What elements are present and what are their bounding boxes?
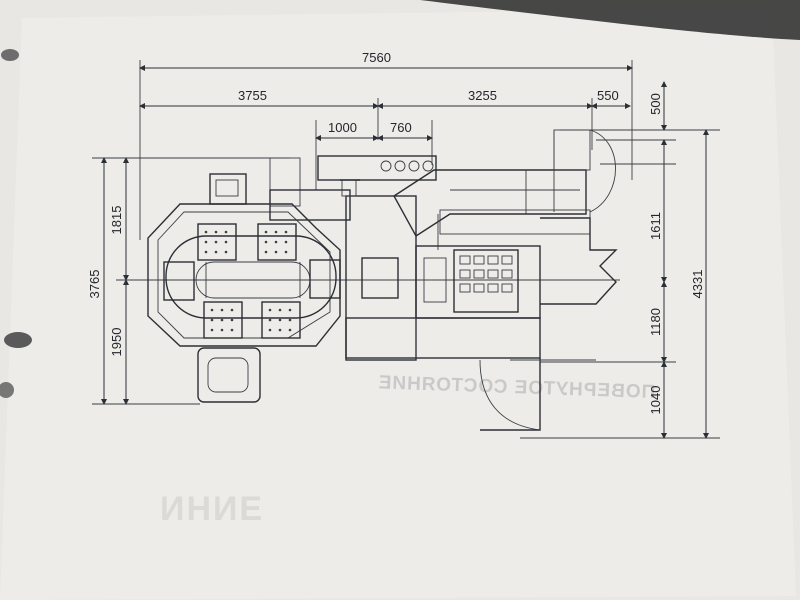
punch-hole-low bbox=[0, 382, 14, 398]
corner-shadow bbox=[420, 0, 800, 40]
pallet-5 bbox=[163, 261, 195, 301]
paper-sheet bbox=[0, 8, 796, 600]
dim-right-total: 4331 bbox=[690, 270, 705, 299]
dim-left-total: 3765 bbox=[87, 270, 102, 299]
punch-hole-top bbox=[1, 49, 19, 61]
left-dimensions: 3765 1815 1950 bbox=[87, 157, 620, 405]
pallet-3 bbox=[203, 301, 243, 339]
pallet-1 bbox=[197, 223, 237, 261]
dim-inner-a: 1000 bbox=[328, 120, 357, 135]
punch-hole-mid bbox=[4, 332, 32, 348]
dim-left-upper: 1815 bbox=[109, 206, 124, 235]
work-table bbox=[453, 249, 519, 313]
control-unit-top bbox=[209, 173, 247, 205]
right-dimensions: 500 1611 1180 1040 4331 bbox=[520, 81, 720, 439]
top-dimensions: 7560 3755 3255 550 1000 760 bbox=[139, 50, 633, 240]
pallet-4 bbox=[261, 301, 301, 339]
door-swing-arc bbox=[589, 129, 616, 213]
spindle-head bbox=[361, 257, 399, 299]
dim-inner-b: 760 bbox=[390, 120, 412, 135]
dim-left-lower: 1950 bbox=[109, 328, 124, 357]
dim-right-width: 550 bbox=[597, 88, 619, 103]
dim-right-lower-a: 1180 bbox=[648, 308, 663, 336]
operator-station-bottom bbox=[197, 347, 261, 403]
pallet-2 bbox=[257, 223, 297, 261]
pallet-6 bbox=[309, 259, 341, 299]
dim-left-width: 3755 bbox=[238, 88, 267, 103]
dim-right-mid: 1611 bbox=[648, 212, 663, 240]
carousel-track-outer bbox=[165, 235, 337, 319]
machine-body bbox=[269, 129, 618, 431]
dim-right-lower-b: 1040 bbox=[648, 386, 663, 415]
dim-middle-width: 3255 bbox=[468, 88, 497, 103]
ghost-text-faint-a: ИНИЕ bbox=[160, 490, 264, 528]
dim-total-width: 7560 bbox=[362, 50, 391, 65]
dim-right-top: 500 bbox=[648, 93, 663, 115]
